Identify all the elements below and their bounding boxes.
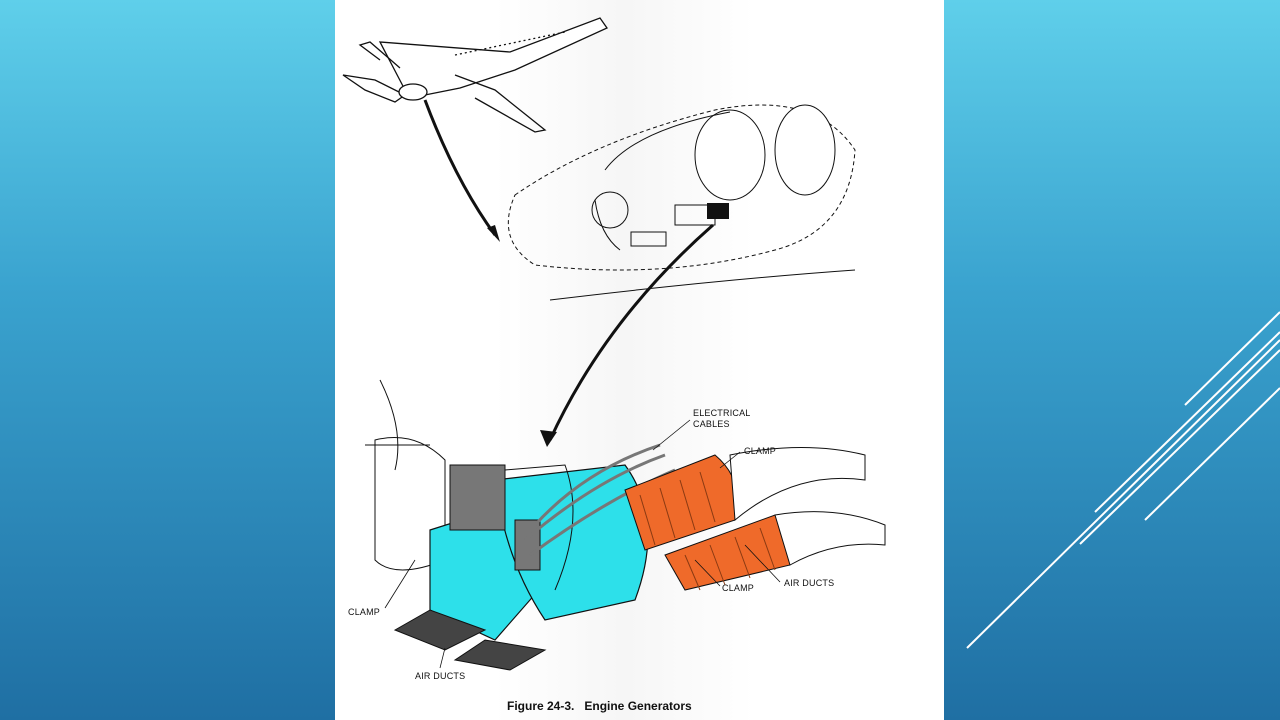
label-clamp-top: CLAMP xyxy=(744,446,777,456)
figure-panel: ELECTRICAL CABLES CLAMP CLAMP AIR DUCTS … xyxy=(335,0,944,720)
label-electrical-cables-line2: CABLES xyxy=(693,419,730,429)
airplane-illustration xyxy=(342,17,608,133)
label-clamp-middle: CLAMP xyxy=(722,583,755,593)
generator-assembly xyxy=(365,379,886,671)
pointer-arrow-1 xyxy=(423,99,497,236)
label-clamp-left: CLAMP xyxy=(348,607,381,617)
engine-nacelle xyxy=(507,104,856,301)
label-air-ducts-right: AIR DUCTS xyxy=(784,578,835,588)
figure-caption: Figure 24-3. Engine Generators xyxy=(507,699,692,713)
generator-location-marker xyxy=(707,203,729,219)
decorative-diagonal-lines xyxy=(966,311,1280,649)
label-air-ducts-bottom: AIR DUCTS xyxy=(415,671,466,681)
pointer-arrow-2 xyxy=(548,223,714,441)
engine-generators-drawing xyxy=(342,0,886,720)
label-electrical-cables-line1: ELECTRICAL xyxy=(693,408,751,418)
